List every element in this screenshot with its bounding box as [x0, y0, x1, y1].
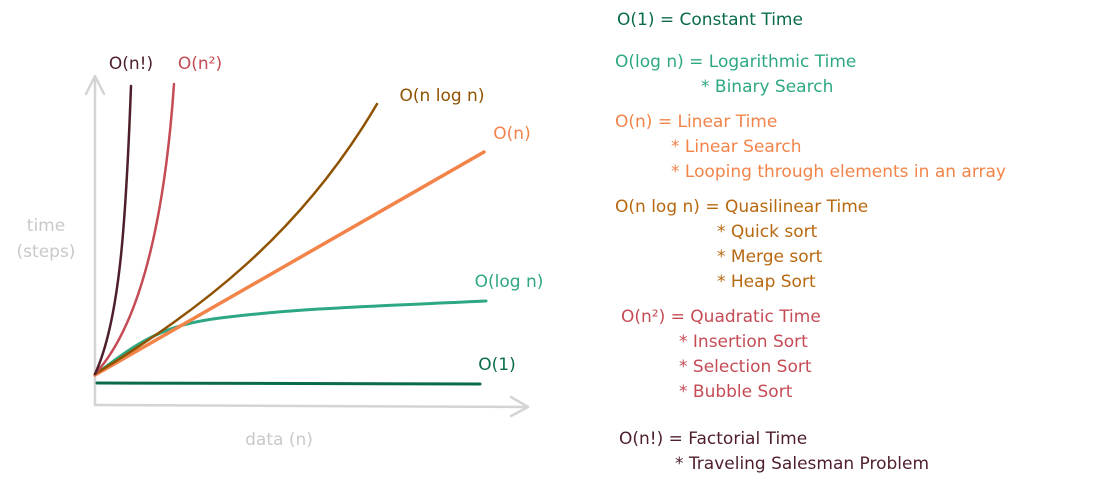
series-label: O(1) [478, 355, 515, 375]
axes [84, 74, 530, 418]
legend-item: * Bubble Sort [679, 382, 793, 402]
legend-heading-quasilinear: O(n log n) = Quasilinear Time [615, 197, 869, 217]
y-axis-label-line2: (steps) [17, 242, 76, 262]
legend-group-factorial: O(n!) = Factorial Time * Traveling Sales… [615, 427, 1110, 477]
legend-item: * Looping through elements in an array [671, 162, 1006, 182]
series-label: O(log n) [475, 272, 544, 292]
series-line [93, 299, 488, 377]
x-axis [93, 403, 529, 409]
legend-group-quasilinear: O(n log n) = Quasilinear Time * Quick so… [615, 195, 1110, 295]
y-axis-label-line1: time [27, 216, 65, 236]
x-axis-arrowhead [509, 395, 530, 418]
series-label: O(n) [493, 124, 530, 144]
legend-item: * Binary Search [701, 77, 834, 97]
legend-panel: O(1) = Constant Time O(log n) = Logarith… [615, 8, 1110, 477]
x-axis-label: data (n) [245, 430, 313, 450]
legend-heading-linear: O(n) = Linear Time [615, 112, 778, 132]
legend-heading-factorial: O(n!) = Factorial Time [619, 429, 808, 449]
legend-item: * Merge sort [717, 247, 823, 267]
legend-item: * Heap Sort [717, 272, 816, 292]
legend-item: * Linear Search [671, 137, 802, 157]
series-line [93, 82, 176, 376]
legend-group-logarithmic: O(log n) = Logarithmic Time * Binary Sea… [615, 50, 1110, 100]
series-line [93, 84, 133, 376]
series-line [93, 102, 379, 376]
y-axis-arrowhead [84, 74, 106, 96]
series-line [93, 150, 486, 377]
legend-group-quadratic: O(n²) = Quadratic Time * Insertion Sort … [615, 305, 1110, 405]
legend-item: * Traveling Salesman Problem [675, 454, 930, 474]
series-label: O(n²) [178, 54, 222, 74]
legend-heading-logarithmic: O(log n) = Logarithmic Time [615, 52, 857, 72]
legend-group-linear: O(n) = Linear Time * Linear Search * Loo… [615, 110, 1110, 185]
series-label: O(n log n) [400, 86, 485, 106]
legend-item: * Insertion Sort [679, 332, 808, 352]
series-label: O(n!) [109, 54, 153, 74]
legend-heading-quadratic: O(n²) = Quadratic Time [621, 307, 821, 327]
series-line [95, 381, 482, 386]
legend-item: * Selection Sort [679, 357, 812, 377]
legend-group-constant: O(1) = Constant Time [615, 8, 1110, 33]
complexity-chart: time (steps) data (n) O(1)O(log n)O(n)O(… [17, 54, 544, 450]
curves [93, 82, 488, 386]
curve-labels: O(1) O(log n) O(n) O(n log n) O(n²) O(n!) [109, 54, 544, 375]
legend-heading-constant: O(1) = Constant Time [617, 10, 803, 30]
legend-item: * Quick sort [717, 222, 818, 242]
